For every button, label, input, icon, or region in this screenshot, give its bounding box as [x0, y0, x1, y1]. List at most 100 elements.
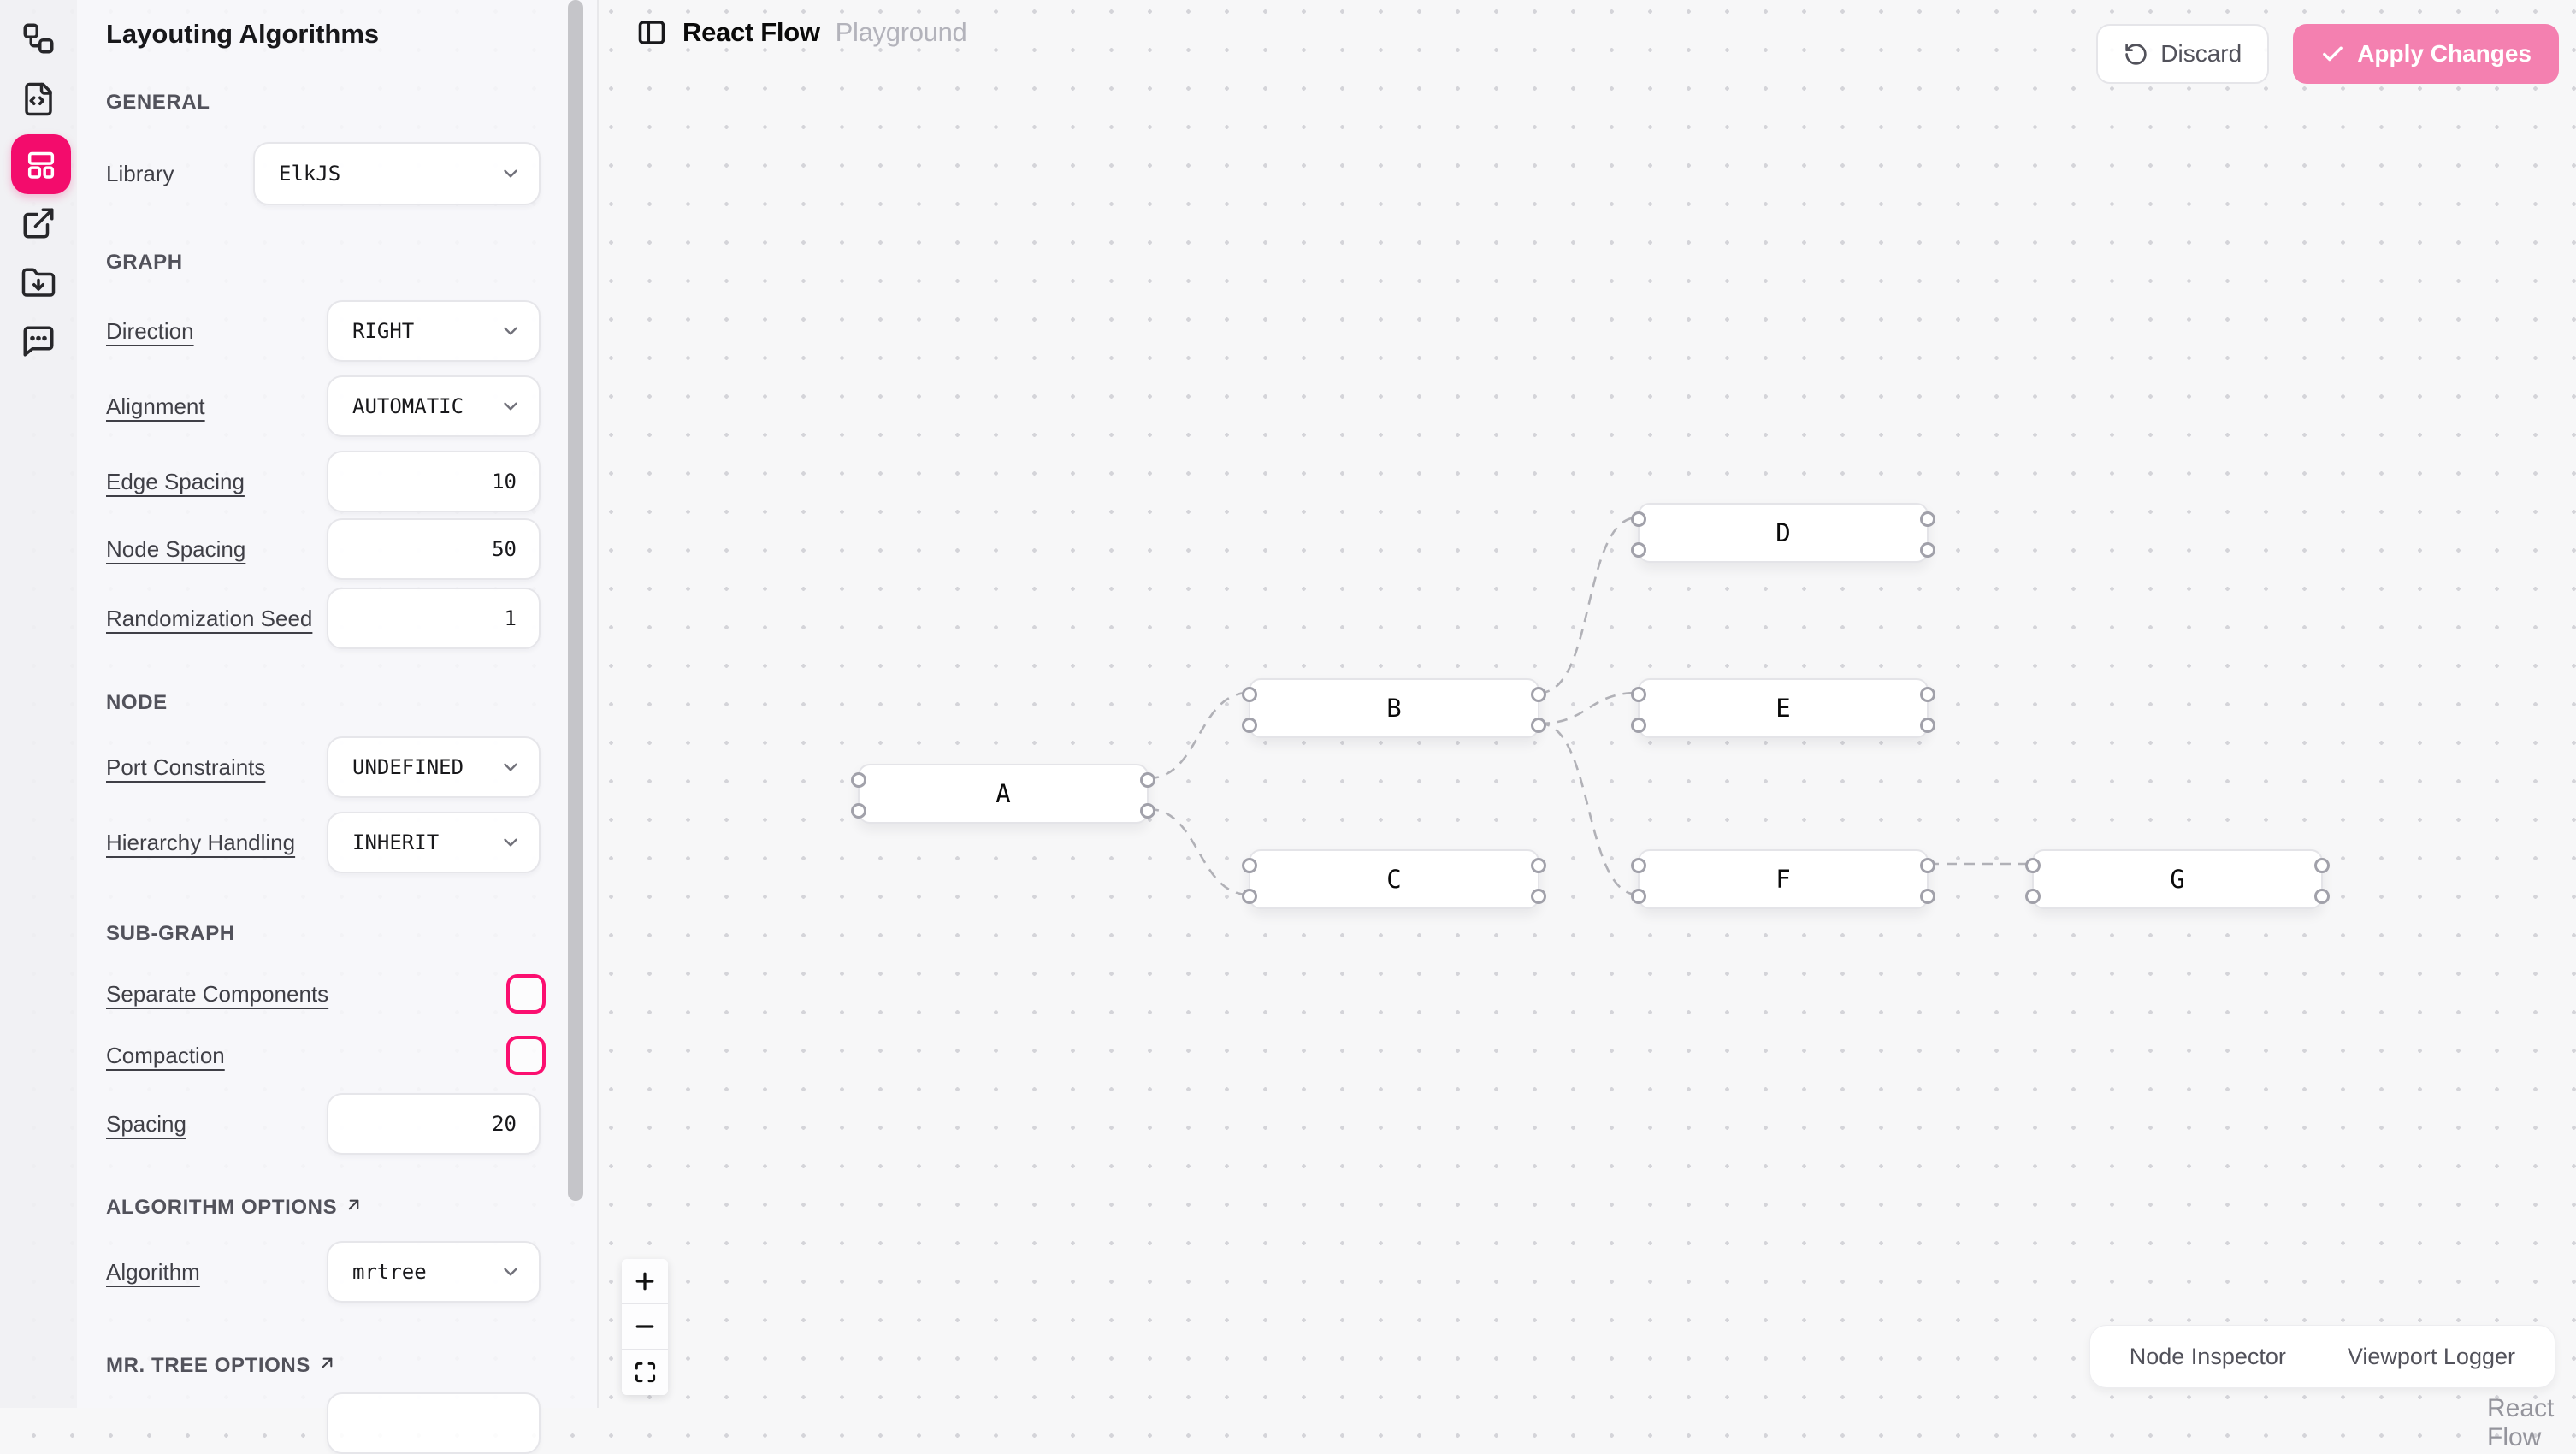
- field-row-node-spacing: Node Spacing 50: [106, 518, 541, 580]
- sidebar-item-file-code[interactable]: [0, 81, 77, 117]
- handle[interactable]: [1920, 542, 1935, 558]
- chevron-down-icon: [504, 1268, 517, 1276]
- node-label: E: [1775, 694, 1791, 723]
- algorithm-select[interactable]: mrtree: [327, 1241, 541, 1303]
- section-graph: GRAPH: [106, 251, 183, 274]
- field-row-separate-components: Separate Components: [106, 973, 546, 1014]
- flow-node-e[interactable]: E: [1631, 678, 1935, 738]
- handle[interactable]: [2025, 889, 2041, 904]
- sidebar-item-folder-down[interactable]: [0, 265, 77, 301]
- zoom-in-button[interactable]: [622, 1259, 668, 1304]
- section-mr-tree-options[interactable]: MR. TREE OPTIONS: [106, 1354, 337, 1378]
- handle[interactable]: [1531, 718, 1546, 733]
- hierarchy-handling-label[interactable]: Hierarchy Handling: [106, 829, 296, 855]
- discard-button[interactable]: Discard: [2096, 24, 2270, 84]
- handle[interactable]: [1631, 718, 1646, 733]
- sidebar-item-feedback[interactable]: [0, 323, 77, 359]
- separate-components-checkbox[interactable]: [506, 974, 546, 1014]
- edge-spacing-input[interactable]: 10: [327, 451, 541, 512]
- handle[interactable]: [851, 803, 866, 819]
- direction-select[interactable]: RIGHT: [327, 300, 541, 362]
- handle[interactable]: [851, 772, 866, 788]
- randomization-seed-input[interactable]: 1: [327, 588, 541, 649]
- node-inspector-toggle[interactable]: Node Inspector: [2129, 1343, 2286, 1369]
- section-algorithm-options[interactable]: ALGORITHM OPTIONS: [106, 1196, 363, 1220]
- handle[interactable]: [1920, 889, 1935, 904]
- node-spacing-input[interactable]: 50: [327, 518, 541, 580]
- handle[interactable]: [1140, 772, 1155, 788]
- field-row-algorithm: Algorithm mrtree: [106, 1241, 541, 1303]
- handle[interactable]: [1920, 858, 1935, 873]
- section-node: NODE: [106, 691, 168, 714]
- handle[interactable]: [1242, 889, 1257, 904]
- node-label: F: [1775, 865, 1791, 894]
- panel-left-icon[interactable]: [636, 17, 667, 48]
- handle[interactable]: [1631, 687, 1646, 702]
- flow-node-a[interactable]: A: [851, 764, 1155, 824]
- workflow-icon: [23, 23, 54, 54]
- library-label: Library: [106, 160, 174, 186]
- partial-select[interactable]: [327, 1392, 541, 1454]
- handle[interactable]: [1531, 889, 1546, 904]
- alignment-select[interactable]: AUTOMATIC: [327, 375, 541, 437]
- apply-changes-label: Apply Changes: [2357, 40, 2532, 67]
- port-constraints-label[interactable]: Port Constraints: [106, 754, 266, 780]
- handle[interactable]: [1242, 687, 1257, 702]
- panel-title: Layouting Algorithms: [106, 19, 380, 49]
- handle[interactable]: [1920, 511, 1935, 527]
- node-label: A: [996, 779, 1011, 808]
- compaction-checkbox[interactable]: [506, 1036, 546, 1075]
- header-actions: Discard Apply Changes: [2096, 24, 2559, 84]
- separate-components-label[interactable]: Separate Components: [106, 980, 329, 1007]
- alignment-label[interactable]: Alignment: [106, 393, 205, 419]
- flow-node-c[interactable]: C: [1242, 849, 1546, 909]
- handle[interactable]: [1631, 511, 1646, 527]
- handle[interactable]: [1242, 718, 1257, 733]
- flow-node-f[interactable]: F: [1631, 849, 1935, 909]
- handle[interactable]: [2025, 858, 2041, 873]
- zoom-out-button[interactable]: [622, 1304, 668, 1350]
- hierarchy-handling-select[interactable]: INHERIT: [327, 812, 541, 873]
- handle[interactable]: [1920, 718, 1935, 733]
- sidebar-item-workflow[interactable]: [0, 21, 77, 56]
- sidebar-item-external-link[interactable]: [0, 205, 77, 241]
- handle[interactable]: [1531, 687, 1546, 702]
- panel-scrollbar[interactable]: [564, 0, 588, 1408]
- viewport-logger-toggle[interactable]: Viewport Logger: [2347, 1343, 2515, 1369]
- flow-node-g[interactable]: G: [2025, 849, 2330, 909]
- spacing-input[interactable]: 20: [327, 1093, 541, 1155]
- handle[interactable]: [1631, 542, 1646, 558]
- check-icon: [2323, 46, 2343, 61]
- handle[interactable]: [1140, 803, 1155, 819]
- handle[interactable]: [2314, 858, 2330, 873]
- folder-down-icon: [21, 268, 56, 297]
- section-general: GENERAL: [106, 91, 210, 114]
- react-flow-attribution[interactable]: React Flow: [2487, 1394, 2555, 1451]
- handle[interactable]: [1531, 858, 1546, 873]
- node-spacing-label[interactable]: Node Spacing: [106, 535, 246, 562]
- rotate-ccw-icon: [2125, 43, 2147, 65]
- handle[interactable]: [2314, 889, 2330, 904]
- handle[interactable]: [1920, 687, 1935, 702]
- handle[interactable]: [1242, 858, 1257, 873]
- apply-changes-button[interactable]: Apply Changes: [2293, 24, 2559, 84]
- handle[interactable]: [1631, 889, 1646, 904]
- minus-icon: [635, 1325, 654, 1328]
- scrollbar-thumb[interactable]: [568, 0, 583, 1201]
- randomization-seed-label[interactable]: Randomization Seed: [106, 605, 313, 631]
- handle[interactable]: [1631, 858, 1646, 873]
- fit-view-button[interactable]: [622, 1350, 668, 1395]
- compaction-label[interactable]: Compaction: [106, 1042, 225, 1068]
- sidebar-item-layout-active[interactable]: [11, 134, 71, 194]
- spacing-label[interactable]: Spacing: [106, 1110, 186, 1137]
- edge-spacing-label[interactable]: Edge Spacing: [106, 468, 245, 494]
- algorithm-label[interactable]: Algorithm: [106, 1258, 200, 1285]
- library-select[interactable]: ElkJS: [253, 142, 541, 205]
- port-constraints-select[interactable]: UNDEFINED: [327, 736, 541, 798]
- field-row-partial: [106, 1392, 541, 1454]
- flow-node-d[interactable]: D: [1631, 503, 1935, 563]
- field-row-randomization-seed: Randomization Seed 1: [106, 588, 541, 649]
- direction-label[interactable]: Direction: [106, 317, 194, 344]
- zoom-controls: [622, 1259, 668, 1395]
- flow-node-b[interactable]: B: [1242, 678, 1546, 738]
